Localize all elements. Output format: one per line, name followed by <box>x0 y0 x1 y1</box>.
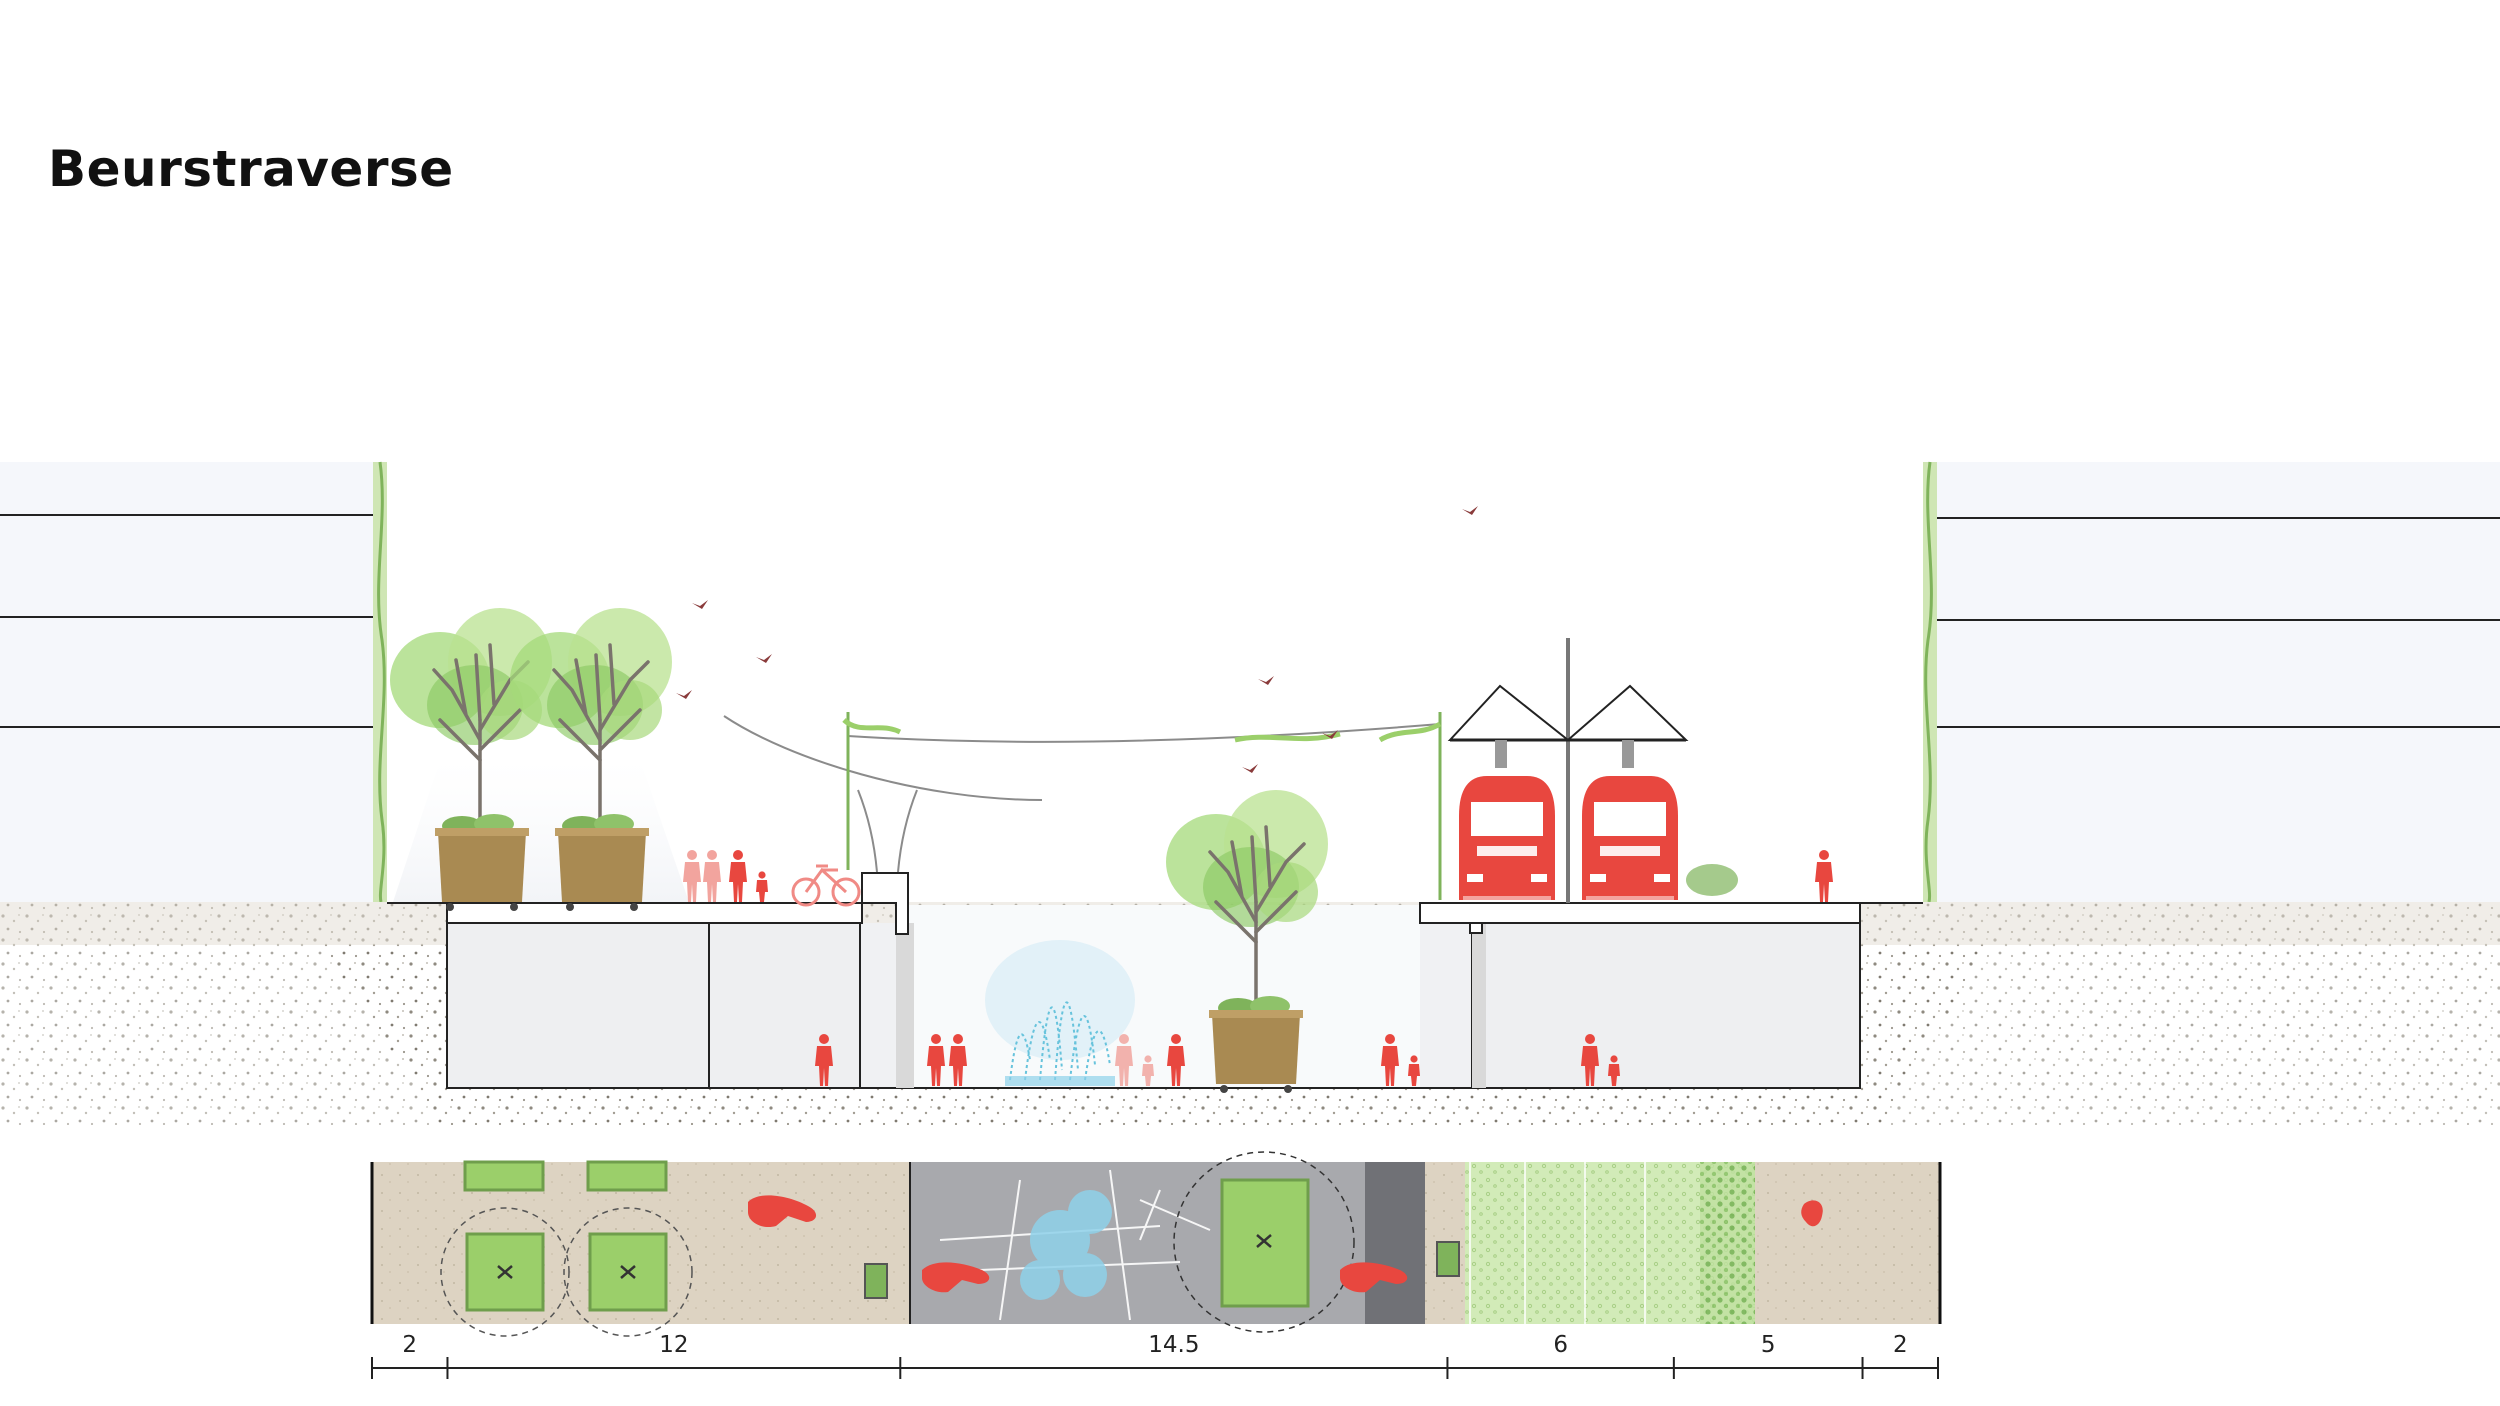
planter-icon <box>463 1160 668 1192</box>
deck-right <box>1419 902 1923 934</box>
planter-icon <box>563 1207 693 1337</box>
plan-view <box>370 1151 1942 1337</box>
page-title: Beurstraverse <box>48 140 454 198</box>
plan-plaza-right <box>1755 1162 1940 1324</box>
person-icon <box>748 1195 1823 1293</box>
dimension-label: 5 <box>1761 1332 1776 1358</box>
green-facade-left <box>373 462 387 902</box>
dimension-line: 2 12 14.5 6 5 2 <box>371 1332 1939 1379</box>
bench-icon <box>1436 1241 1460 1277</box>
overhead-cables <box>723 715 1441 873</box>
bench-icon <box>864 1263 888 1299</box>
building-left <box>0 461 387 903</box>
dimension-label: 2 <box>1893 1332 1908 1358</box>
canopy-icon <box>842 712 1442 900</box>
dimension-label: 14.5 <box>1148 1332 1199 1358</box>
underground-tunnel <box>446 905 1861 1089</box>
building-right <box>1923 461 2500 903</box>
dimension-label: 6 <box>1553 1332 1568 1358</box>
green-facade-right <box>1923 462 1937 902</box>
dimension-label: 12 <box>659 1332 688 1358</box>
fountain-icon <box>1020 1190 1112 1300</box>
tram-stop <box>1447 638 1738 903</box>
dimension-label: 2 <box>402 1332 417 1358</box>
person-icon <box>683 850 721 902</box>
cross-section <box>0 461 2500 1125</box>
bicycle-icon <box>791 864 861 907</box>
deck-left <box>387 872 909 935</box>
planter-icon <box>440 1207 570 1337</box>
bird-icon <box>676 506 1478 773</box>
fountain-icon <box>985 940 1135 1086</box>
planter-icon <box>1173 1151 1355 1333</box>
